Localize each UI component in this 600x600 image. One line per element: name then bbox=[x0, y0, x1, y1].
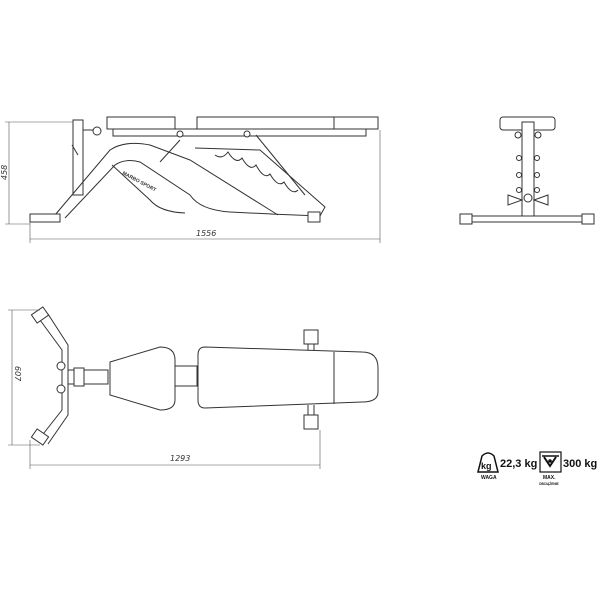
side-view: MARBO SPORT 458 1556 bbox=[0, 116, 381, 243]
max-load-value: 300 kg bbox=[563, 458, 597, 470]
weight-label: WAGA bbox=[481, 475, 497, 481]
seat-pad-top bbox=[197, 346, 379, 409]
kg-weight-icon bbox=[477, 452, 499, 473]
foot-cap bbox=[30, 428, 50, 446]
seat-pad bbox=[196, 116, 379, 130]
hinge bbox=[174, 365, 198, 387]
weightlifter-icon bbox=[539, 451, 562, 473]
max-load-sublabel: OBCIĄŻENIE bbox=[539, 482, 559, 486]
base-bar bbox=[461, 215, 593, 223]
length-dimension-top: 1293 bbox=[170, 454, 190, 463]
max-load-label: MAX. bbox=[543, 475, 556, 481]
front-foot bbox=[29, 213, 61, 223]
specs: kg 22,3 kg WAGA 300 kg MAX. OBCIĄŻENIE bbox=[477, 451, 597, 486]
height-dimension: 458 bbox=[0, 165, 9, 180]
svg-text:kg: kg bbox=[481, 461, 492, 471]
back-pad-top bbox=[109, 346, 176, 411]
back-pad bbox=[106, 116, 176, 130]
front-post bbox=[72, 119, 84, 196]
top-view: 607 1293 bbox=[8, 306, 379, 469]
width-dimension: 607 bbox=[13, 366, 22, 382]
center-post bbox=[521, 121, 535, 221]
foot-cap bbox=[30, 306, 50, 324]
pin-knob bbox=[92, 126, 102, 136]
rear-foot bbox=[307, 211, 321, 223]
front-view bbox=[459, 116, 595, 225]
bench-rail bbox=[112, 128, 367, 137]
weight-value: 22,3 kg bbox=[500, 458, 537, 470]
length-dimension: 1556 bbox=[196, 229, 216, 238]
